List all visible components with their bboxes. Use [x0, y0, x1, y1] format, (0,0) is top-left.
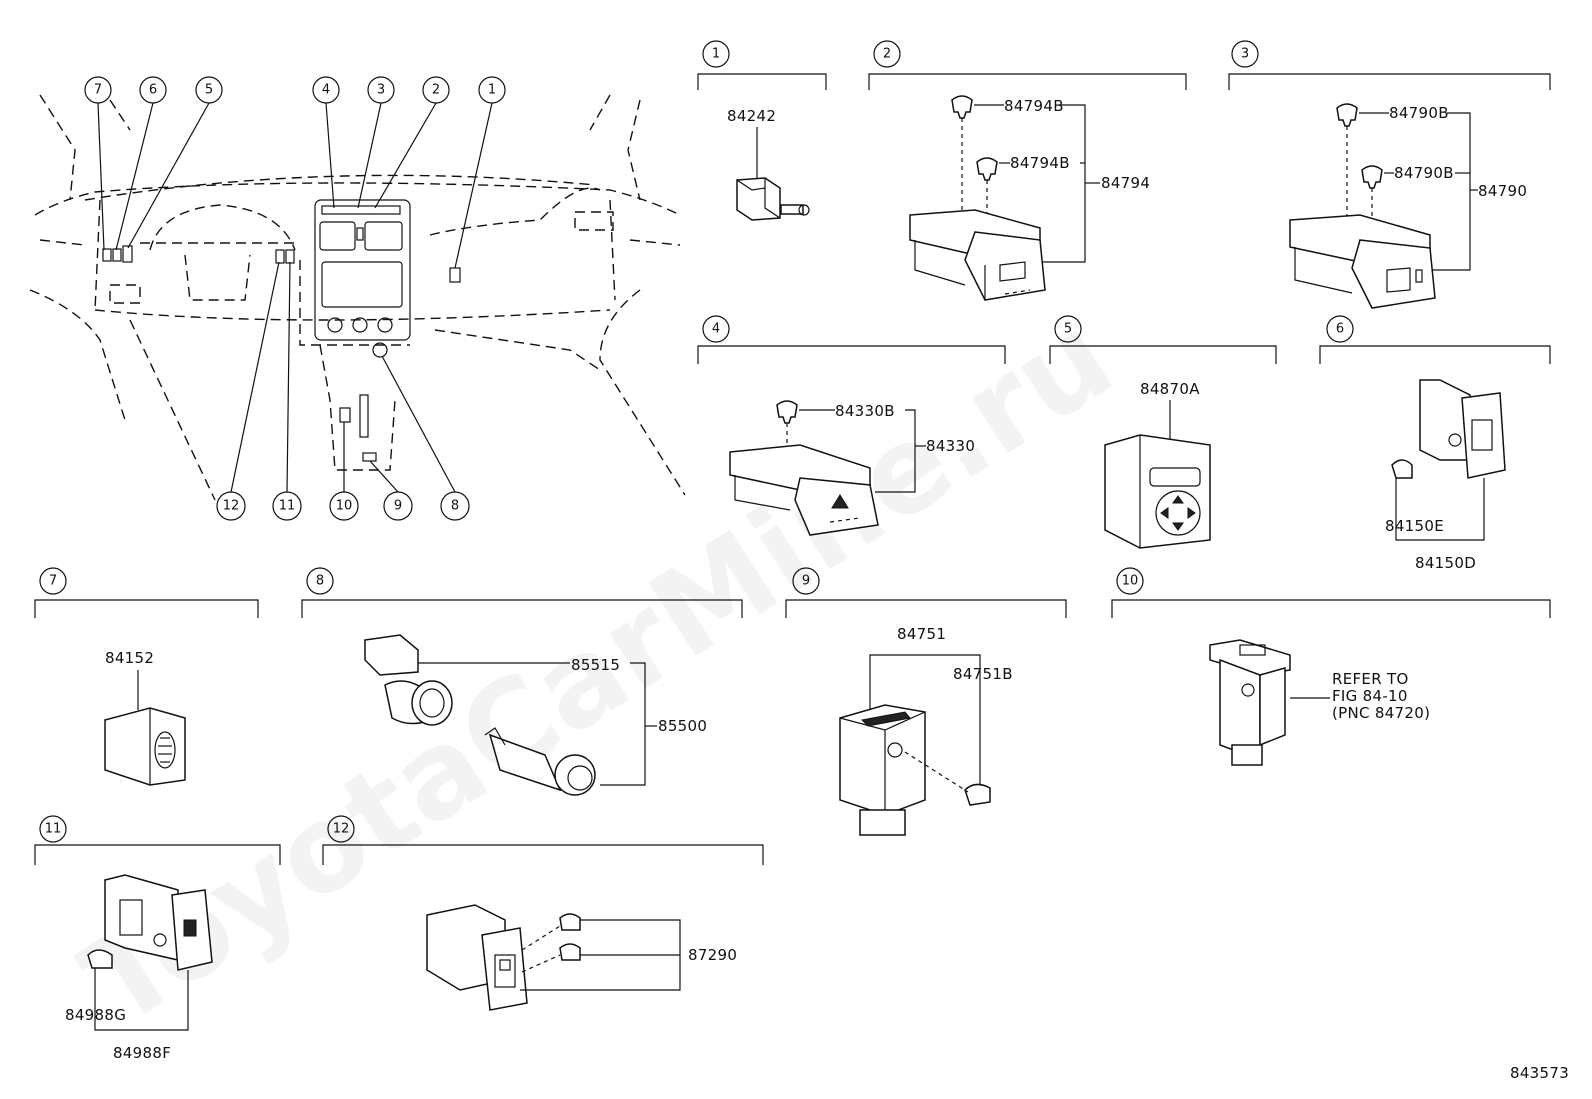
refer-fig: FIG 84-10: [1332, 687, 1408, 705]
pn-84330: 84330: [926, 437, 975, 455]
callout-5: 5: [195, 76, 223, 104]
section-2: 2 84794B 84794B 84794: [868, 40, 1187, 301]
refer-pnc: (PNC 84720): [1332, 704, 1430, 722]
svg-text:7: 7: [94, 83, 102, 98]
callout-6: 6: [139, 76, 167, 104]
lighter-socket-85515: [364, 634, 453, 726]
svg-text:2: 2: [883, 47, 891, 62]
pn-84330B: 84330B: [835, 402, 895, 420]
bulb-84794B-1: [951, 95, 973, 119]
switch-84330: [729, 444, 879, 536]
switch-84150D: [1419, 379, 1506, 479]
bulb-84794B-2: [976, 157, 998, 181]
svg-text:4: 4: [322, 83, 330, 98]
pn-84794B-a: 84794B: [1004, 97, 1064, 115]
pn-84751: 84751: [897, 625, 946, 643]
pn-84790: 84790: [1478, 182, 1527, 200]
svg-text:1: 1: [488, 83, 496, 98]
callout-3: 3: [367, 76, 395, 104]
svg-text:10: 10: [336, 499, 353, 514]
svg-text:7: 7: [49, 574, 57, 589]
pn-84242: 84242: [727, 107, 776, 125]
overview-leaders: [97, 102, 493, 493]
svg-text:6: 6: [149, 83, 157, 98]
lighter-85500: [484, 727, 596, 796]
callout-8: 8: [440, 491, 470, 521]
pn-84794B-b: 84794B: [1010, 154, 1070, 172]
section-4: 4 84330B 84330: [697, 315, 1006, 536]
bulb-84790B-2: [1361, 165, 1383, 189]
svg-text:3: 3: [1241, 47, 1249, 62]
svg-text:11: 11: [45, 822, 62, 837]
pn-84870A: 84870A: [1140, 380, 1200, 398]
pn-85500: 85500: [658, 717, 707, 735]
pn-84988G: 84988G: [65, 1006, 126, 1024]
svg-text:4: 4: [712, 322, 720, 337]
pn-84790B-a: 84790B: [1389, 104, 1449, 122]
section-5: 5 84870A: [1049, 315, 1277, 549]
svg-text:8: 8: [451, 499, 459, 514]
bulb-84150E: [1391, 459, 1413, 479]
section-10: 10 REFER TO FIG 84-10 (PNC 84720): [1111, 567, 1551, 766]
switch-84242: [736, 177, 810, 221]
callout-1: 1: [478, 76, 506, 104]
pn-84790B-b: 84790B: [1394, 164, 1454, 182]
section-9: 9 84751 84751B: [785, 567, 1067, 836]
callout-7: 7: [84, 76, 112, 104]
diagram-code: 843573: [1510, 1064, 1569, 1082]
svg-text:1: 1: [712, 47, 720, 62]
bulb-87290-1: [559, 913, 581, 931]
callout-9: 9: [383, 491, 413, 521]
svg-text:11: 11: [279, 499, 296, 514]
bulb-84790B-1: [1336, 103, 1358, 127]
svg-text:3: 3: [377, 83, 385, 98]
switch-84988F: [104, 874, 213, 971]
callout-10: 10: [329, 491, 359, 521]
switch-87290: [426, 904, 528, 1011]
callout-4: 4: [312, 76, 340, 104]
overview-callouts: 7 6 5 4 3 2 1 12 11 10 9 8: [84, 76, 506, 521]
section-3: 3 84790B 84790B 84790: [1228, 40, 1551, 309]
switch-84751: [839, 704, 926, 836]
callout-2: 2: [422, 76, 450, 104]
svg-text:12: 12: [333, 822, 350, 837]
switch-84790: [1289, 214, 1436, 309]
pn-84794: 84794: [1101, 174, 1150, 192]
pn-84988F: 84988F: [113, 1044, 171, 1062]
dashboard-overview: [29, 94, 686, 501]
svg-text:9: 9: [394, 499, 402, 514]
callout-11: 11: [272, 491, 302, 521]
switch-84720: [1209, 639, 1291, 766]
pn-87290: 87290: [688, 946, 737, 964]
svg-text:5: 5: [205, 83, 213, 98]
section-12: 12 87290: [322, 815, 764, 1011]
bulb-84988G: [87, 949, 113, 969]
pn-84751B: 84751B: [953, 665, 1013, 683]
pn-84150E: 84150E: [1385, 517, 1444, 535]
callout-12: 12: [216, 491, 246, 521]
svg-text:12: 12: [223, 499, 240, 514]
svg-text:9: 9: [802, 574, 810, 589]
section-7: 7 84152: [34, 567, 259, 786]
mirror-switch-84870A: [1104, 434, 1211, 549]
bulb-84330B: [776, 400, 798, 424]
pn-85515: 85515: [571, 656, 620, 674]
svg-text:2: 2: [432, 83, 440, 98]
svg-text:6: 6: [1336, 322, 1344, 337]
section-8: 8 85515 85500: [301, 567, 743, 796]
bulb-87290-2: [559, 943, 581, 961]
switch-84794: [909, 209, 1046, 301]
bulb-84751B: [964, 783, 991, 806]
svg-text:10: 10: [1122, 574, 1139, 589]
svg-text:8: 8: [316, 574, 324, 589]
refer-to: REFER TO: [1332, 670, 1409, 688]
section-6: 6 84150E 84150D: [1319, 315, 1551, 572]
svg-text:5: 5: [1064, 322, 1072, 337]
dimmer-switch-84152: [104, 707, 186, 786]
pn-84152: 84152: [105, 649, 154, 667]
section-11: 11 84988G 84988F: [34, 815, 281, 1062]
section-1: 1 84242: [697, 40, 827, 221]
pn-84150D: 84150D: [1415, 554, 1476, 572]
